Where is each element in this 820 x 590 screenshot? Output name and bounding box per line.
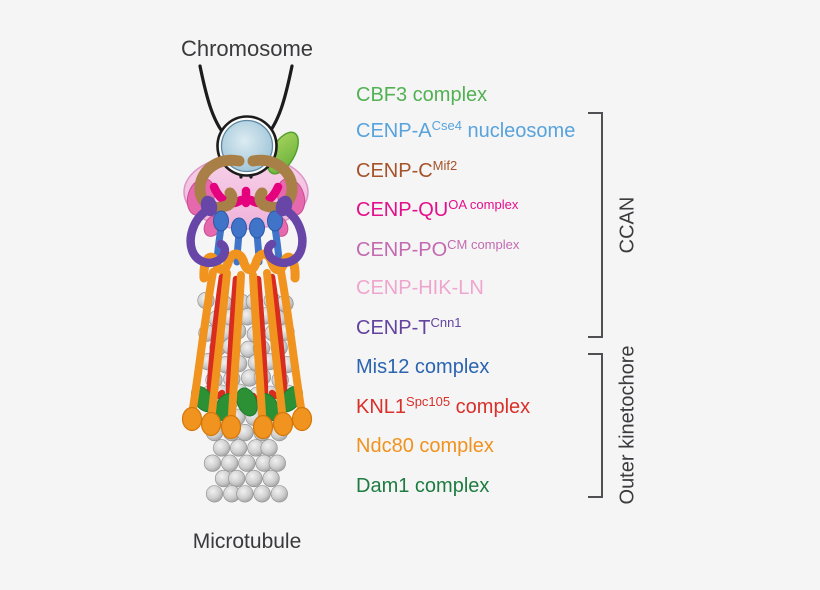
legend-item-mis12: Mis12 complex bbox=[356, 356, 489, 378]
microtubule-sphere bbox=[203, 454, 222, 472]
legend-item-text: Cnn1 bbox=[430, 315, 462, 330]
microtubule-sphere bbox=[245, 469, 263, 488]
legend-item-text: Ndc80 complex bbox=[356, 435, 494, 457]
outer-kinetochore-label: Outer kinetochore bbox=[616, 345, 639, 505]
mis12-shape bbox=[213, 210, 283, 266]
legend-item-text: CENP-T bbox=[356, 317, 431, 339]
legend-item-text: Dam1 complex bbox=[356, 475, 490, 497]
chromosome-label: Chromosome bbox=[180, 36, 314, 61]
microtubule-sphere bbox=[228, 469, 246, 488]
microtubule-sphere bbox=[236, 485, 254, 503]
microtubule-sphere bbox=[262, 469, 280, 488]
legend-item-text: nucleosome bbox=[461, 120, 576, 142]
ccan-label: CCAN bbox=[616, 196, 639, 254]
legend-item-cenp-qu: CENP-QUOA complex bbox=[356, 197, 519, 221]
microtubule-sphere bbox=[212, 439, 231, 457]
microtubule-sphere bbox=[260, 439, 278, 457]
legend-item-text: Spc105 bbox=[406, 394, 451, 409]
legend-item-ndc80: Ndc80 complex bbox=[356, 435, 494, 457]
microtubule-sphere bbox=[205, 485, 224, 503]
legend-item-cenp-po: CENP-POCM complex bbox=[356, 237, 520, 261]
ccan-bracket bbox=[588, 112, 603, 338]
legend-item-text: Mis12 complex bbox=[356, 356, 490, 378]
legend-item-text: CENP-C bbox=[356, 160, 433, 182]
microtubule-sphere bbox=[230, 439, 248, 457]
legend-item-text: KNL1 bbox=[356, 396, 407, 418]
legend-item-text: CM complex bbox=[447, 237, 520, 252]
legend-item-cenp-t: CENP-TCnn1 bbox=[356, 315, 462, 339]
legend-item-text: Cse4 bbox=[431, 118, 462, 133]
microtubule-sphere bbox=[238, 454, 256, 472]
ndc80-strands-shape bbox=[189, 268, 305, 419]
legend-item-text: Mif2 bbox=[432, 158, 458, 173]
legend-item-cbf3: CBF3 complex bbox=[356, 84, 487, 106]
legend-item-dam1: Dam1 complex bbox=[356, 475, 489, 497]
legend-item-cenp-a: CENP-ACse4 nucleosome bbox=[356, 118, 576, 142]
legend-item-text: CENP-HIK-LN bbox=[356, 277, 484, 299]
ndc80-feet-shape bbox=[181, 406, 313, 440]
microtubule-sphere bbox=[221, 454, 239, 472]
microtubule-sphere bbox=[253, 485, 271, 503]
legend-item-text: CENP-QU bbox=[356, 199, 449, 221]
legend-item-text: CBF3 complex bbox=[356, 84, 488, 106]
legend-item-text: CENP-PO bbox=[356, 239, 448, 261]
legend-item-text: CENP-A bbox=[356, 120, 432, 142]
legend-item-cenp-c: CENP-CMif2 bbox=[356, 158, 458, 182]
microtubule-label: Microtubule bbox=[192, 530, 302, 553]
microtubule-sphere bbox=[268, 454, 286, 472]
cenp-a-nucleosome-shape bbox=[216, 115, 278, 177]
legend-item-text: OA complex bbox=[448, 197, 519, 212]
legend-item-text: complex bbox=[450, 396, 531, 418]
cenp-t-shape bbox=[186, 195, 307, 267]
kinetochore-illustration bbox=[181, 64, 313, 503]
outer-kinetochore-bracket bbox=[588, 353, 603, 498]
legend-item-knl1: KNL1Spc105 complex bbox=[356, 394, 531, 418]
legend-item-cenp-hik-ln: CENP-HIK-LN bbox=[356, 277, 484, 299]
microtubule-sphere bbox=[270, 485, 288, 503]
